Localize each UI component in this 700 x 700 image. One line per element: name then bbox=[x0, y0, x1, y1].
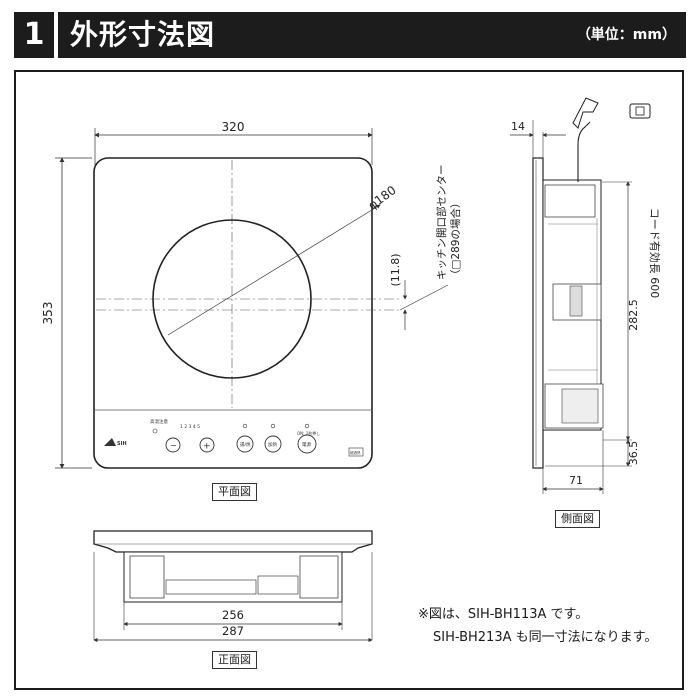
drawing-frame bbox=[14, 70, 684, 690]
section-title: 外形寸法図 bbox=[70, 18, 216, 51]
section-header-bar bbox=[14, 12, 686, 58]
panel-levels-label: 1 2 3 4 5 bbox=[180, 424, 200, 430]
plug-icon bbox=[572, 97, 599, 129]
side-view-caption: 側面図 bbox=[555, 510, 600, 528]
panel-plus-label: + bbox=[203, 442, 211, 452]
side-view: 14 コード有効長 600 282.5 36.5 71 bbox=[510, 97, 662, 494]
brand-logo-icon bbox=[104, 438, 116, 446]
section-number-box bbox=[14, 12, 58, 58]
unit-label: （単位：mm） bbox=[576, 27, 676, 43]
section-number: 1 bbox=[23, 17, 45, 52]
heating-zone-circle bbox=[152, 219, 312, 379]
note-line-2: SIH-BH213A も同一寸法になります。 bbox=[433, 630, 658, 645]
plan-view: 高温注意 1 2 3 4 5 − + 揚/焼 加熱 電源 ON: 2秒押し 超過… bbox=[41, 120, 462, 469]
side-dim-14: 14 bbox=[511, 120, 525, 133]
side-dim-71: 71 bbox=[569, 474, 583, 487]
center-note-line1: キッチン開口部センター bbox=[435, 165, 448, 281]
note-line-1: ※図は、SIH-BH113A です。 bbox=[418, 607, 589, 622]
panel-minus-label: − bbox=[170, 441, 177, 450]
front-top-plate bbox=[93, 530, 373, 553]
panel-on-label: ON: 2秒押し bbox=[297, 430, 320, 436]
diameter-leader bbox=[167, 204, 381, 336]
plan-width-text: 320 bbox=[222, 120, 245, 134]
front-view-caption: 正面図 bbox=[212, 651, 257, 669]
center-note-line2: （□289の場合） bbox=[449, 198, 462, 280]
cooktop-body bbox=[93, 157, 373, 469]
front-view: 256 287 bbox=[93, 530, 373, 643]
plan-view-caption: 平面図 bbox=[212, 483, 257, 501]
power-cord bbox=[577, 121, 591, 182]
panel-power-button-label: 電源 bbox=[302, 441, 311, 448]
panel-brand: SIH bbox=[117, 441, 127, 447]
plan-height-text: 353 bbox=[41, 302, 55, 325]
side-dim-36-5: 36.5 bbox=[627, 441, 640, 466]
panel-temp-label: 高温注意 bbox=[150, 418, 168, 425]
panel-heat-button-label: 加熱 bbox=[268, 441, 277, 448]
side-cord-label: コード有効長 600 bbox=[648, 208, 662, 299]
minus-button-circle bbox=[165, 437, 181, 453]
side-top-plate bbox=[532, 157, 544, 469]
plan-offset-text: (11.8) bbox=[389, 253, 402, 286]
front-dim-256: 256 bbox=[222, 608, 244, 622]
panel-badge: 超過熱 bbox=[350, 450, 361, 455]
side-dim-282-5: 282.5 bbox=[627, 299, 640, 331]
plus-button-circle bbox=[199, 437, 215, 453]
front-dim-287: 287 bbox=[222, 624, 244, 638]
panel-fry-button-label: 揚/焼 bbox=[240, 441, 251, 448]
